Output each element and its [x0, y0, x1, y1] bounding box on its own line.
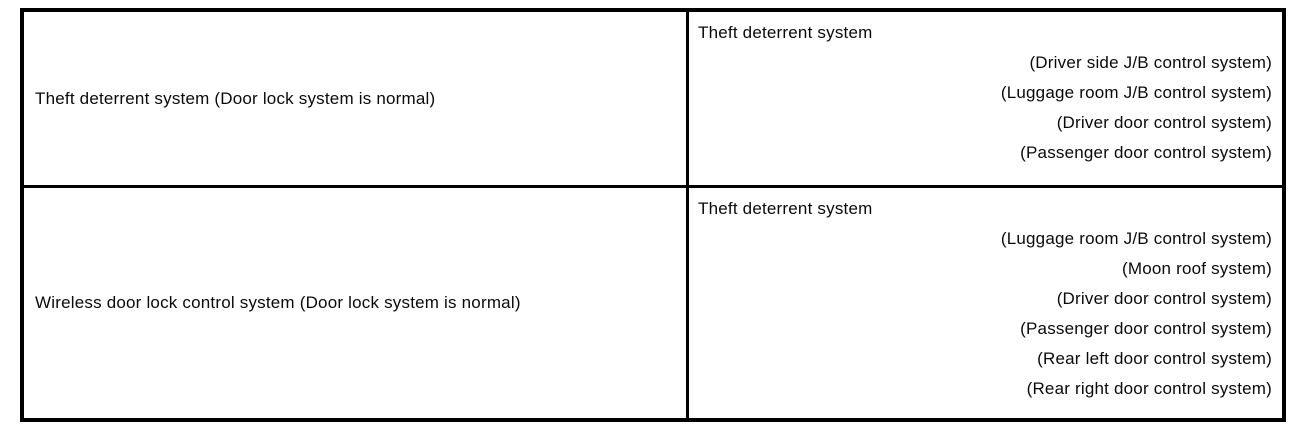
table-cell-symptom-row2: Wireless door lock control system (Door …: [24, 185, 686, 418]
system-subitem: (Luggage room J/B control system): [1000, 83, 1272, 102]
system-subitem: (Driver side J/B control system): [1029, 53, 1272, 72]
system-subitem: (Luggage room J/B control system): [1000, 229, 1272, 248]
table-cell-systems-row2: Theft deterrent system (Luggage room J/B…: [686, 185, 1282, 418]
system-subitem: (Rear left door control system): [1037, 349, 1272, 368]
system-subitem: (Passenger door control system): [1020, 319, 1272, 338]
diagnosis-table: Theft deterrent system (Door lock system…: [20, 8, 1286, 422]
symptom-text-row2: Wireless door lock control system (Door …: [35, 293, 521, 312]
system-subitem: (Driver door control system): [1056, 113, 1272, 132]
system-subitem: (Passenger door control system): [1020, 143, 1272, 162]
symptom-text-row1: Theft deterrent system (Door lock system…: [35, 88, 436, 108]
table-cell-symptom-row1: Theft deterrent system (Door lock system…: [24, 12, 686, 185]
system-heading-row1: Theft deterrent system: [698, 23, 873, 42]
system-subitem: (Driver door control system): [1056, 289, 1272, 308]
system-subitem: (Rear right door control system): [1026, 379, 1272, 398]
system-heading-row2: Theft deterrent system: [698, 199, 873, 218]
system-subitem: (Moon roof system): [1121, 259, 1272, 278]
table-cell-systems-row1: Theft deterrent system (Driver side J/B …: [686, 12, 1282, 185]
